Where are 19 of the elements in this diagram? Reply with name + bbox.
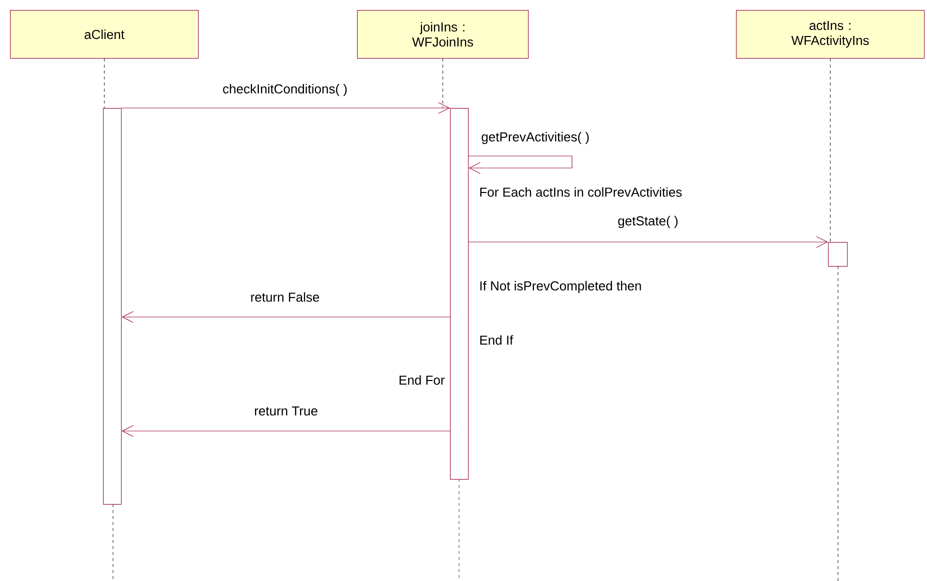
activation-bar xyxy=(450,108,469,480)
lifeline xyxy=(830,58,831,242)
message-label: getPrevActivities( ) xyxy=(482,132,589,144)
message-arrow xyxy=(468,236,828,248)
object-box: joinIns : WFJoinIns xyxy=(357,10,529,59)
object-box: aClient xyxy=(10,10,199,59)
activation-bar xyxy=(828,242,848,267)
message-label: return False xyxy=(251,292,320,302)
message-label: getState( ) xyxy=(618,216,678,228)
message-arrow xyxy=(122,425,450,437)
lifeline xyxy=(442,58,444,108)
message-arrow xyxy=(122,311,450,323)
lifeline xyxy=(104,58,105,108)
message-arrow xyxy=(468,156,572,174)
message-label: checkInitConditions( ) xyxy=(223,84,347,96)
object-box: actIns : WFActivityIns xyxy=(736,10,925,59)
activation-bar xyxy=(103,108,122,505)
message-arrow xyxy=(121,102,450,114)
message-label: return True xyxy=(254,406,318,416)
